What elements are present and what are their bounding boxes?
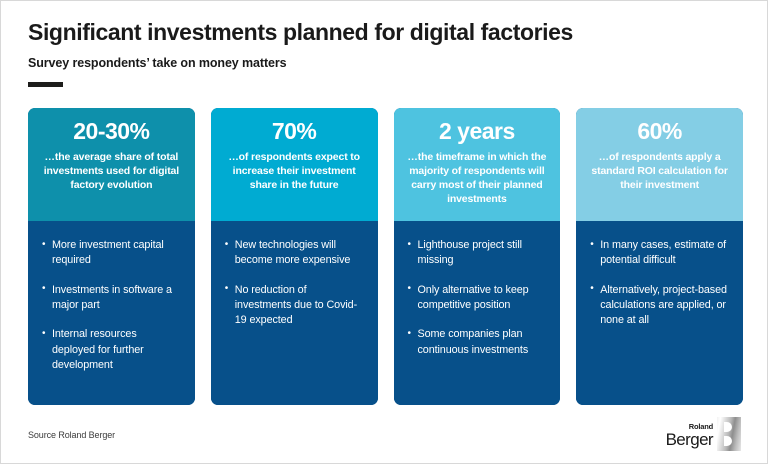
list-item: Alternatively, project-based calculation… bbox=[590, 282, 729, 329]
logo-b-mark-icon bbox=[717, 417, 741, 451]
stat-card-4-bullet-list: In many cases, estimate of potential dif… bbox=[590, 238, 729, 329]
stat-card-3: 2 years …the timeframe in which the majo… bbox=[393, 108, 561, 405]
stat-card-1-header: 20-30% …the average share of total inves… bbox=[28, 108, 195, 221]
stat-card-1: 20-30% …the average share of total inves… bbox=[28, 108, 195, 405]
source-note: Source Roland Berger bbox=[28, 430, 116, 440]
list-item: Only alternative to keep competitive pos… bbox=[408, 282, 547, 314]
stat-card-2-value: 70% bbox=[271, 118, 317, 144]
stat-card-3-body: Lighthouse project still missing Only al… bbox=[393, 221, 561, 405]
stat-card-4-body: In many cases, estimate of potential dif… bbox=[576, 221, 743, 405]
stat-card-3-value: 2 years bbox=[438, 118, 515, 144]
list-item: Lighthouse project still missing bbox=[408, 238, 547, 269]
roland-berger-logo: Roland Berger bbox=[663, 415, 741, 451]
stat-card-1-bullet-list: More investment capital required Investm… bbox=[42, 238, 181, 373]
stat-card-4-description: …of respondents apply a standard ROI cal… bbox=[591, 151, 728, 192]
stat-card-2-bullet-list: New technologies will become more expens… bbox=[225, 238, 364, 329]
card-grid: 20-30% …the average share of total inves… bbox=[28, 108, 743, 405]
list-item: Investments in software a major part bbox=[42, 282, 181, 314]
list-item: New technologies will become more expens… bbox=[225, 238, 364, 269]
page-subtitle: Survey respondents’ take on money matter… bbox=[28, 56, 287, 71]
logo-berger-text: Berger bbox=[665, 430, 714, 449]
stat-card-2-body: New technologies will become more expens… bbox=[210, 221, 378, 405]
stat-card-2-header: 70% …of respondents expect to increase t… bbox=[210, 108, 378, 221]
page-title: Significant investments planned for digi… bbox=[28, 19, 573, 45]
header-block: Significant investments planned for digi… bbox=[28, 19, 743, 88]
accent-rule bbox=[28, 82, 63, 88]
stat-card-2-description: …of respondents expect to increase their… bbox=[228, 151, 360, 192]
stat-card-1-description: …the average share of total investments … bbox=[43, 151, 179, 192]
logo-roland-text: Roland bbox=[688, 421, 713, 431]
stat-card-4: 60% …of respondents apply a standard ROI… bbox=[576, 108, 743, 405]
stat-card-2: 70% …of respondents expect to increase t… bbox=[210, 108, 378, 405]
stat-card-1-body: More investment capital required Investm… bbox=[28, 221, 195, 405]
stat-card-3-bullet-list: Lighthouse project still missing Only al… bbox=[408, 238, 547, 358]
list-item: In many cases, estimate of potential dif… bbox=[590, 238, 729, 269]
list-item: More investment capital required bbox=[42, 238, 181, 269]
list-item: Internal resources deployed for further … bbox=[42, 327, 181, 373]
stat-card-4-value: 60% bbox=[637, 118, 682, 144]
stat-card-3-header: 2 years …the timeframe in which the majo… bbox=[393, 108, 561, 221]
list-item: Some companies plan continuous investmen… bbox=[408, 327, 547, 358]
stat-card-1-value: 20-30% bbox=[73, 118, 150, 144]
logo-wordmark: Roland Berger bbox=[663, 421, 717, 452]
stat-card-4-header: 60% …of respondents apply a standard ROI… bbox=[576, 108, 743, 221]
list-item: No reduction of investments due to Covid… bbox=[225, 282, 364, 329]
stat-card-3-description: …the timeframe in which the majority of … bbox=[407, 151, 547, 205]
